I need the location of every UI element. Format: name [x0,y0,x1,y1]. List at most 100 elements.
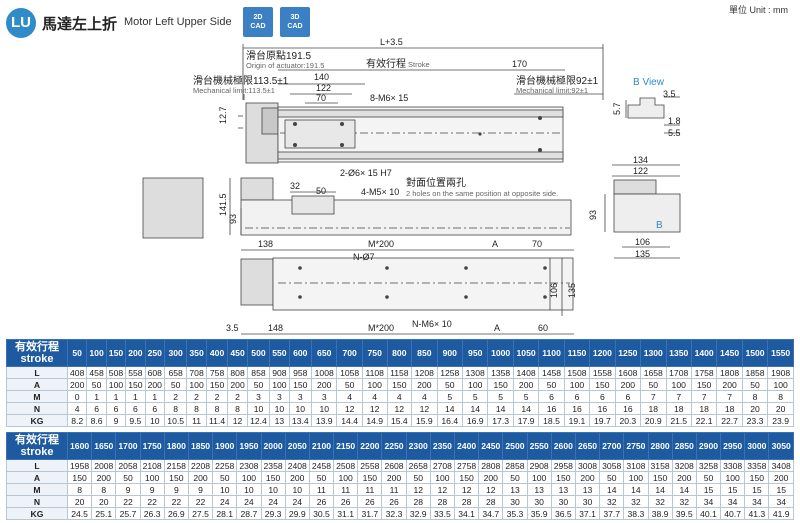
value-cell: 6 [538,390,565,403]
value-cell: 32 [647,495,673,508]
value-cell: 9 [139,483,165,496]
value-cell: 100 [526,471,552,484]
cad-2d-label: 2D [253,14,263,21]
value-cell: 20.3 [614,414,642,427]
dim-end-93: 93 [588,210,598,220]
value-cell: 150 [487,378,514,391]
value-cell: 10 [144,414,165,427]
value-cell: 2658 [405,459,431,472]
stroke-cell: 200 [125,339,146,367]
value-cell: 9 [163,483,189,496]
value-cell: 150 [260,471,286,484]
value-cell: 38.9 [647,507,673,520]
dim-122: 122 [316,83,331,93]
value-cell: 3358 [744,459,770,472]
stroke-cell: 2800 [647,432,673,460]
stroke-cell: 400 [205,339,229,367]
value-cell: 22.7 [716,414,743,427]
value-cell: 30 [502,495,528,508]
stroke-cell: 1400 [690,339,718,367]
dim-side-50: 50 [316,186,326,196]
value-cell: 3308 [720,459,746,472]
value-cell: 100 [563,378,591,391]
value-cell: 2 [186,390,207,403]
dim-bottom-3-5: 3.5 [226,323,239,333]
dim-bottom-135: 135 [567,283,577,298]
stroke-cell: 600 [288,339,313,367]
value-cell: 33.5 [429,507,456,520]
value-cell: 12 [478,483,504,496]
stroke-cell: 1700 [115,432,141,460]
value-cell: 14 [512,402,540,415]
value-cell: 28 [405,495,431,508]
value-cell: 2408 [284,459,310,472]
value-cell: 200 [614,378,642,391]
value-cell: 200 [187,471,214,484]
value-cell: 2958 [550,459,576,472]
dim-l-plus: L+3.5 [380,37,403,47]
stroke-cell: 2400 [453,432,480,460]
value-cell: 14 [461,402,489,415]
value-cell: 23.9 [767,414,794,427]
value-cell: 4 [66,402,88,415]
value-cell: 34 [744,495,770,508]
value-cell: 1458 [538,366,565,379]
stroke-cell: 2150 [333,432,359,460]
value-cell: 808 [227,366,248,379]
value-cell: 1558 [589,366,616,379]
value-cell: 21.5 [665,414,692,427]
value-cell: 2708 [429,459,456,472]
value-cell: 1908 [767,366,794,379]
value-cell: 20 [66,495,93,508]
row-label: L [6,459,68,472]
stroke-cell: 150 [105,339,127,367]
value-cell: 32 [623,495,649,508]
value-cell: 20 [741,402,769,415]
value-cell: 2258 [212,459,238,472]
value-cell: 27.5 [187,507,214,520]
value-cell: 32 [599,495,625,508]
value-cell: 16 [538,402,565,415]
stroke-cell: 1500 [741,339,769,367]
value-cell: 5 [461,390,489,403]
m5-label: 4-M5× 10 [361,187,399,197]
value-cell: 16 [563,402,591,415]
value-cell: 35.3 [502,507,528,520]
stroke-cell: 1900 [212,432,238,460]
stroke-cell: 1950 [236,432,262,460]
value-cell: 12 [227,414,248,427]
value-cell: 2208 [187,459,214,472]
value-cell: 50 [436,378,464,391]
value-cell: 30.5 [308,507,335,520]
value-cell: 12 [336,402,363,415]
value-cell: 34.1 [453,507,480,520]
value-cell: 50 [695,471,722,484]
stroke-cell: 100 [86,339,107,367]
value-cell: 1508 [563,366,591,379]
value-cell: 26 [381,495,407,508]
value-cell: 150 [66,471,93,484]
value-cell: 200 [144,378,165,391]
value-cell: 13 [502,483,528,496]
value-cell: 6 [589,390,616,403]
value-cell: 8 [163,402,188,415]
value-cell: 31.7 [357,507,383,520]
value-cell: 10.5 [163,414,188,427]
dim-end-134: 134 [633,155,648,165]
stroke-cell: 950 [461,339,489,367]
value-cell: 100 [767,378,794,391]
stroke-cell: 550 [269,339,290,367]
n-07-label: N-Ø7 [353,252,375,262]
value-cell: 50 [741,378,769,391]
value-cell: 200 [310,378,338,391]
value-cell: 1658 [640,366,667,379]
value-cell: 22.1 [690,414,718,427]
value-cell: 6 [563,390,591,403]
value-cell: 16 [589,402,616,415]
value-cell: 28.7 [236,507,262,520]
value-cell: 100 [720,471,746,484]
value-cell: 12 [429,483,456,496]
stroke-header-en: stroke [20,353,54,365]
